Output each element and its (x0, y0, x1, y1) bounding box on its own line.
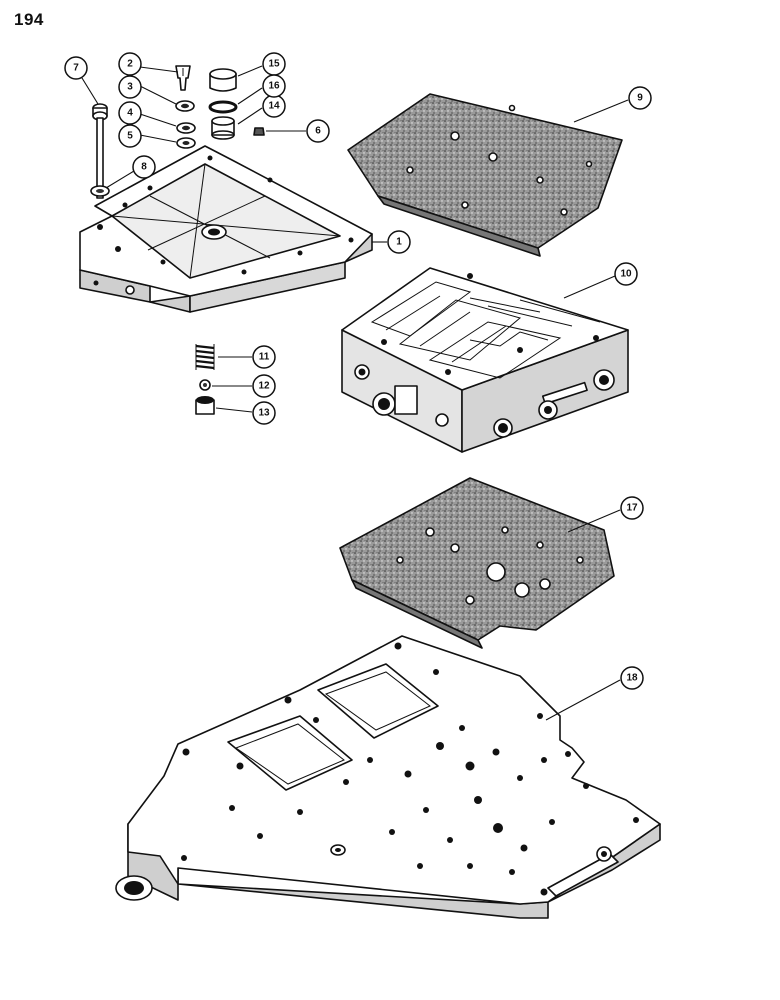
svg-text:7: 7 (73, 63, 79, 74)
svg-text:15: 15 (268, 59, 280, 70)
bolt-7 (92, 103, 108, 199)
callout-17: 17 (620, 496, 644, 520)
svg-text:12: 12 (258, 381, 270, 392)
callout-3: 3 (118, 75, 142, 99)
svg-text:13: 13 (258, 408, 270, 419)
svg-text:9: 9 (637, 93, 643, 104)
callout-10: 10 (614, 262, 638, 286)
plug-15 (209, 68, 237, 92)
valve-body-10 (341, 267, 629, 453)
svg-text:4: 4 (127, 108, 133, 119)
ball-12 (199, 379, 211, 391)
svg-text:11: 11 (259, 352, 270, 363)
callout-14: 14 (262, 94, 286, 118)
seat-13 (195, 396, 215, 415)
svg-text:16: 16 (268, 81, 280, 92)
fitting-6 (253, 127, 265, 136)
o-ring-16 (208, 100, 238, 114)
gasket-9 (347, 93, 623, 257)
screw-2 (175, 65, 191, 91)
callout-18: 18 (620, 666, 644, 690)
callout-1: 1 (387, 230, 411, 254)
callout-6: 6 (306, 119, 330, 143)
callout-2: 2 (118, 52, 142, 76)
callout-4: 4 (118, 101, 142, 125)
svg-text:8: 8 (141, 162, 147, 173)
callout-8: 8 (132, 155, 156, 179)
callout-9: 9 (628, 86, 652, 110)
gasket-17 (339, 477, 615, 649)
svg-text:18: 18 (626, 673, 638, 684)
base-plate-18 (115, 635, 661, 919)
svg-text:2: 2 (127, 59, 133, 70)
svg-text:17: 17 (626, 503, 638, 514)
svg-text:1: 1 (396, 237, 402, 248)
svg-text:6: 6 (315, 126, 321, 137)
svg-text:3: 3 (127, 82, 133, 93)
spring-11 (195, 344, 215, 370)
callout-15: 15 (262, 52, 286, 76)
svg-text:5: 5 (127, 131, 133, 142)
callout-13: 13 (252, 401, 276, 425)
callout-11: 11 (252, 345, 276, 369)
callout-16: 16 (262, 74, 286, 98)
leader-lines (81, 65, 629, 721)
callout-5: 5 (118, 124, 142, 148)
svg-text:10: 10 (620, 269, 632, 280)
cover-plate-1 (79, 145, 373, 313)
seal-4 (176, 122, 196, 134)
page-number: 194 (14, 10, 44, 29)
lock-washer-8 (90, 185, 110, 197)
sleeve-14 (211, 116, 235, 140)
nut-5 (176, 137, 196, 149)
callout-12: 12 (252, 374, 276, 398)
callout-7: 7 (64, 56, 88, 80)
washer-3 (175, 100, 195, 112)
svg-text:14: 14 (268, 101, 280, 112)
